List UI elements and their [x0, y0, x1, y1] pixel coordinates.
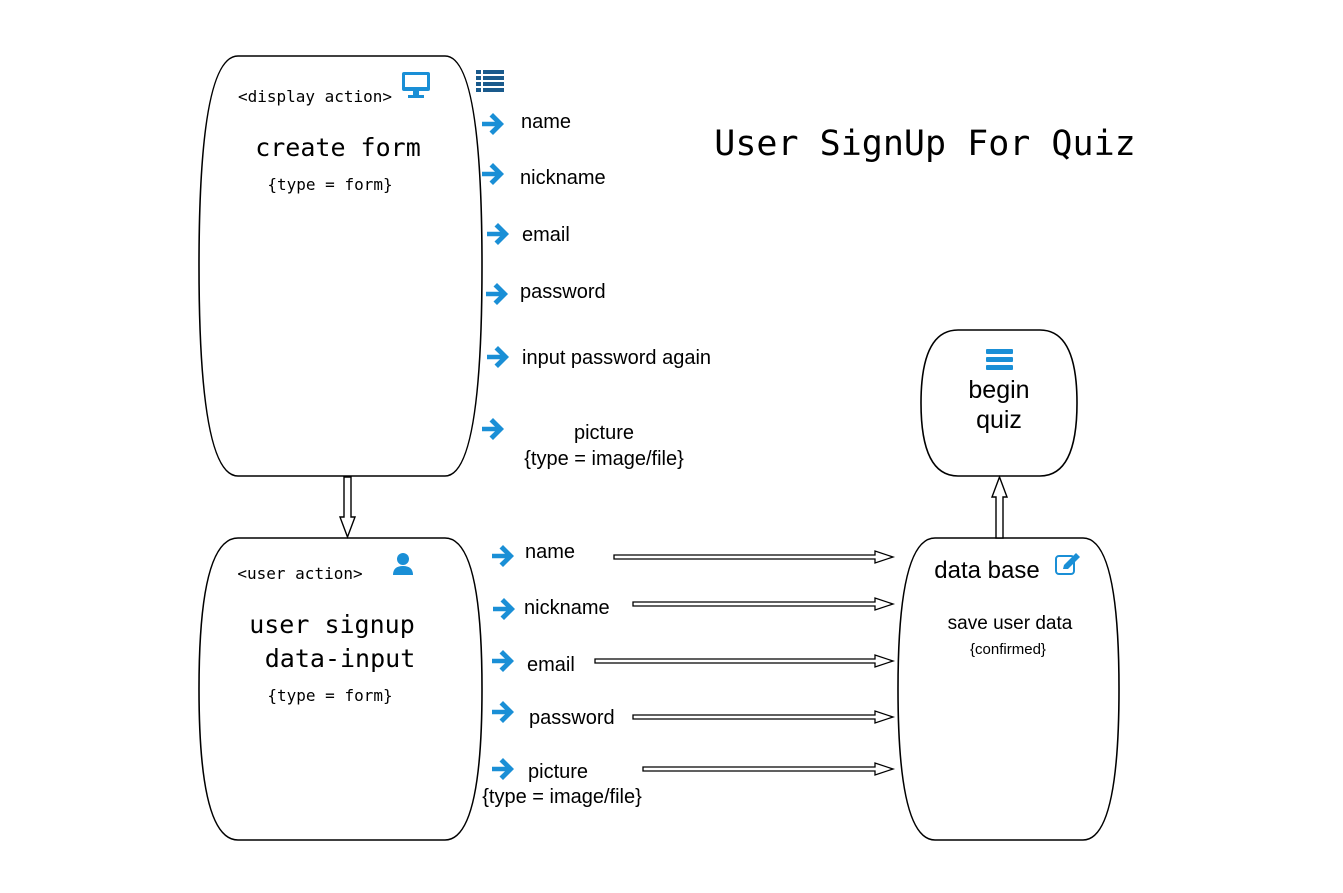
display-field-picture-type: {type = image/file}: [524, 448, 684, 470]
user-action-title-line1: user signup: [249, 610, 415, 639]
edit-icon: [1055, 553, 1080, 575]
arrow-right-icon: [492, 545, 514, 567]
display-field-name: name: [521, 111, 571, 133]
display-action-box: <display action> create form {type = for…: [198, 55, 483, 477]
list-icon: [476, 70, 504, 92]
display-action-tag: <display action>: [238, 87, 392, 106]
database-action: save user data: [948, 613, 1073, 634]
database-box: data base save user data {confirmed}: [897, 537, 1120, 841]
display-field-nickname: nickname: [520, 167, 606, 189]
user-field-picture: picture: [528, 761, 588, 783]
display-action-title: create form: [255, 133, 421, 162]
flow-arrow-right: [632, 597, 896, 611]
arrow-right-icon: [492, 650, 514, 672]
monitor-icon: [402, 72, 430, 98]
flow-arrow-right: [642, 762, 896, 776]
server-icon: [986, 349, 1013, 370]
arrow-right-icon: [486, 283, 508, 305]
arrow-right-icon: [492, 758, 514, 780]
user-icon: [393, 553, 413, 575]
user-action-box: <user action> user signup data-input {ty…: [198, 537, 483, 841]
begin-quiz-box: begin quiz: [920, 329, 1078, 477]
arrow-right-icon: [487, 346, 509, 368]
user-field-picture-type: {type = image/file}: [482, 786, 642, 808]
user-field-name: name: [525, 541, 575, 563]
arrow-right-icon: [487, 223, 509, 245]
user-action-type: {type = form}: [267, 686, 392, 705]
display-field-picture: picture: [574, 422, 634, 444]
display-field-email: email: [522, 224, 570, 246]
user-field-password: password: [529, 707, 615, 729]
user-field-email: email: [527, 654, 575, 676]
arrow-right-icon: [493, 598, 515, 620]
arrow-right-icon: [482, 113, 504, 135]
user-field-nickname: nickname: [524, 597, 610, 619]
user-field-list: name nickname email password picture {ty…: [482, 541, 896, 808]
flow-arrow-up: [990, 475, 1009, 539]
user-action-tag: <user action>: [237, 564, 362, 583]
display-action-type: {type = form}: [267, 175, 392, 194]
flow-arrow-right: [594, 654, 896, 668]
database-title: data base: [934, 557, 1039, 584]
arrow-right-icon: [492, 701, 514, 723]
flow-arrow-right: [632, 710, 896, 724]
arrow-right-icon: [482, 418, 504, 440]
begin-quiz-line2: quiz: [976, 406, 1022, 434]
user-action-title-line2: data-input: [265, 644, 416, 673]
display-field-password: password: [520, 281, 606, 303]
database-status: {confirmed}: [970, 641, 1046, 658]
diagram-title: User SignUp For Quiz: [714, 124, 1135, 164]
flow-arrow-down: [338, 476, 357, 539]
begin-quiz-line1: begin: [968, 376, 1029, 404]
display-field-list: name nickname email password input passw…: [482, 111, 711, 470]
arrow-right-icon: [482, 163, 504, 185]
display-field-password-again: input password again: [522, 347, 711, 369]
flow-arrow-right: [613, 550, 896, 564]
